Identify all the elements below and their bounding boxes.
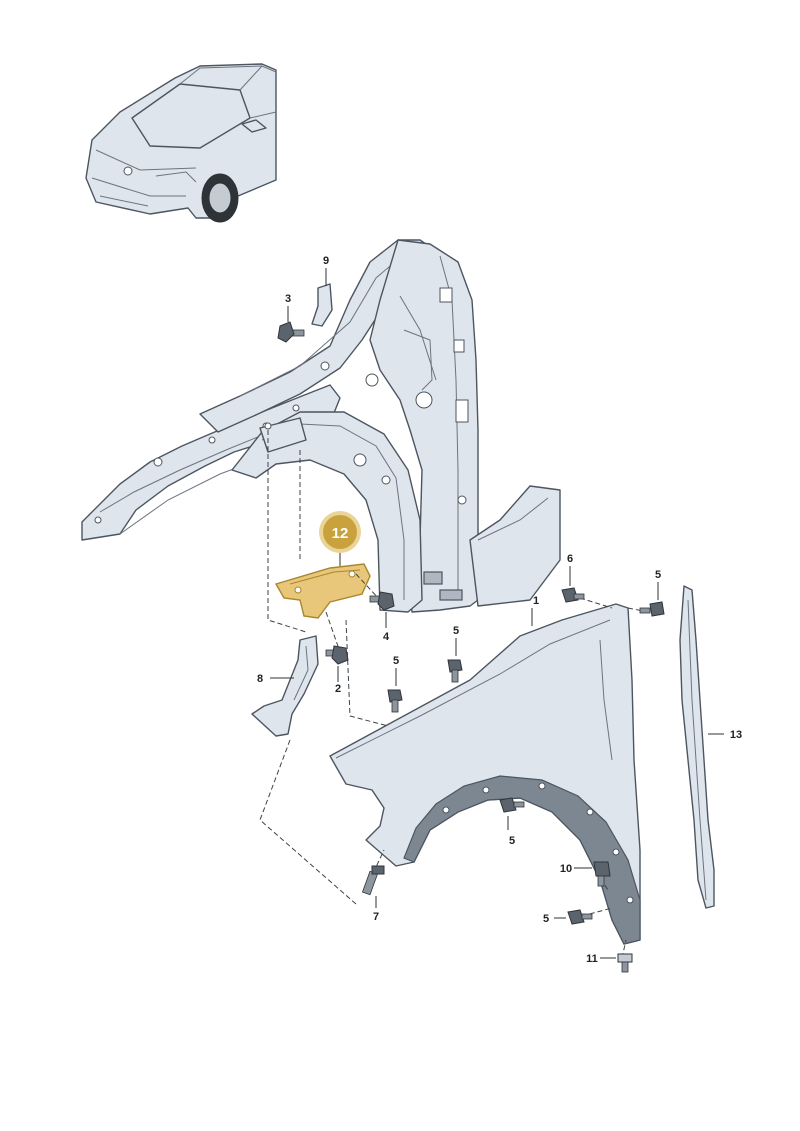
support-bracket bbox=[251, 635, 319, 737]
bolt-5-arch bbox=[499, 797, 525, 813]
callout-5-a: 5 bbox=[393, 655, 399, 667]
fender-panel bbox=[329, 603, 641, 945]
callout-13: 13 bbox=[730, 729, 742, 741]
highlight-badge-12[interactable]: 12 bbox=[319, 511, 361, 553]
callout-1: 1 bbox=[533, 595, 539, 607]
bolt-5-upper bbox=[387, 689, 403, 713]
callout-5-c: 5 bbox=[655, 569, 661, 581]
bolt-2 bbox=[325, 645, 349, 665]
highlighted-bracket-12 bbox=[274, 563, 371, 619]
callout-5-d: 5 bbox=[509, 835, 515, 847]
callout-5-b: 5 bbox=[453, 625, 459, 637]
bolt-4 bbox=[369, 591, 395, 611]
vehicle-thumbnail bbox=[85, 63, 277, 223]
leader-lines bbox=[270, 268, 724, 959]
callout-12: 12 bbox=[332, 525, 349, 542]
clip-11 bbox=[617, 953, 633, 973]
clip-10 bbox=[593, 861, 611, 887]
small-bracket bbox=[311, 283, 333, 327]
callout-4: 4 bbox=[383, 631, 390, 643]
callout-9: 9 bbox=[323, 255, 329, 267]
bolt-5-mid bbox=[447, 659, 463, 683]
bolt-6 bbox=[561, 587, 585, 603]
bolt-3 bbox=[277, 321, 305, 343]
callout-6: 6 bbox=[567, 553, 573, 565]
callout-8: 8 bbox=[257, 673, 263, 685]
fasteners bbox=[277, 321, 665, 973]
stud-7 bbox=[361, 865, 385, 896]
callout-5-e: 5 bbox=[543, 913, 549, 925]
callout-3: 3 bbox=[285, 293, 291, 305]
body-structure bbox=[81, 239, 561, 613]
callout-labels: 1 2 3 4 5 5 5 5 5 6 7 8 9 10 11 13 bbox=[257, 255, 742, 965]
bolt-5-right bbox=[639, 601, 665, 617]
callout-7: 7 bbox=[373, 911, 379, 923]
trim-strip bbox=[679, 585, 715, 909]
callout-2: 2 bbox=[335, 683, 341, 695]
bolt-5-lower bbox=[567, 909, 593, 925]
callout-10: 10 bbox=[560, 863, 572, 875]
assembly-lines bbox=[259, 430, 649, 959]
callout-11: 11 bbox=[586, 953, 598, 965]
